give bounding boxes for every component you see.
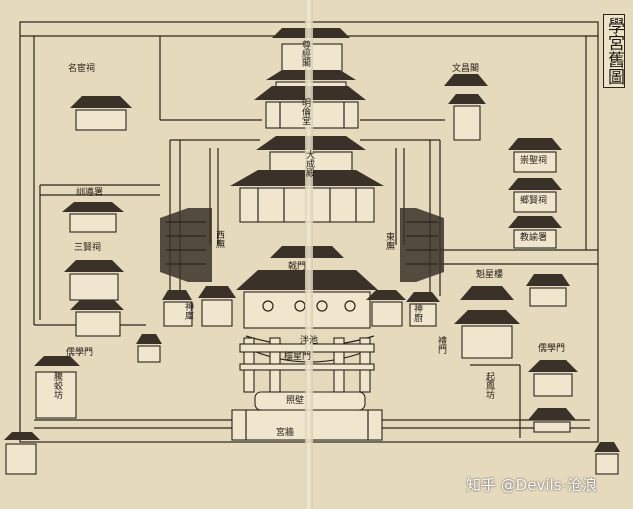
label-pan-pond: 泮池 [300,336,319,346]
label-ji-gate: 戟門 [288,262,307,272]
lower-right-buildings [594,442,620,475]
label-lingxing-gate: 欞星門 [284,352,312,362]
label-palace-wall: 宮牆 [276,428,295,438]
label-wenchang-ge: 文昌閣 [452,64,480,74]
label-xiangxian-ci: 鄉賢祠 [520,196,548,206]
label-minghuan-ci: 名宦祠 [68,64,96,74]
label-dacheng-dian: 大成殿 [304,150,314,177]
label-sanxian-ci: 三賢祠 [74,243,102,253]
label-zhaobi: 照壁 [286,396,305,406]
label-shen-chu: 神廚 [412,304,422,322]
east-corridor [400,208,444,282]
left-shrines [62,96,236,337]
book-spine [305,0,313,509]
label-xundao-shu: 訓導署 [76,188,104,198]
label-ruxue-gate-west: 儒學門 [66,348,94,358]
label-zunjing-ge: 尊經閣 [300,40,310,67]
label-jiaoyu-shu: 教諭署 [520,233,548,243]
watermark: 知乎 @Devils-沧浪 [466,476,597,494]
label-li-gate: 禮門 [436,336,446,354]
label-ruxue-gate-east: 儒學門 [538,344,566,354]
label-west-corridor: 西廡 [214,230,224,248]
label-minglun-tang: 明倫堂 [300,98,310,125]
label-kuixing-lou: 魁星樓 [476,270,504,280]
label-chongsheng-ci: 崇聖祠 [520,156,548,166]
right-shrines [366,74,578,433]
label-east-corridor: 東廡 [384,232,394,250]
west-corridor [160,208,212,282]
label-west-arch: 騰蛟坊 [52,372,62,399]
lower-left-buildings [4,334,162,475]
page-title: 學宮舊圖 [603,14,625,88]
label-shen-ku: 神庫 [183,302,193,320]
label-east-arch: 起鳳坊 [484,372,494,399]
